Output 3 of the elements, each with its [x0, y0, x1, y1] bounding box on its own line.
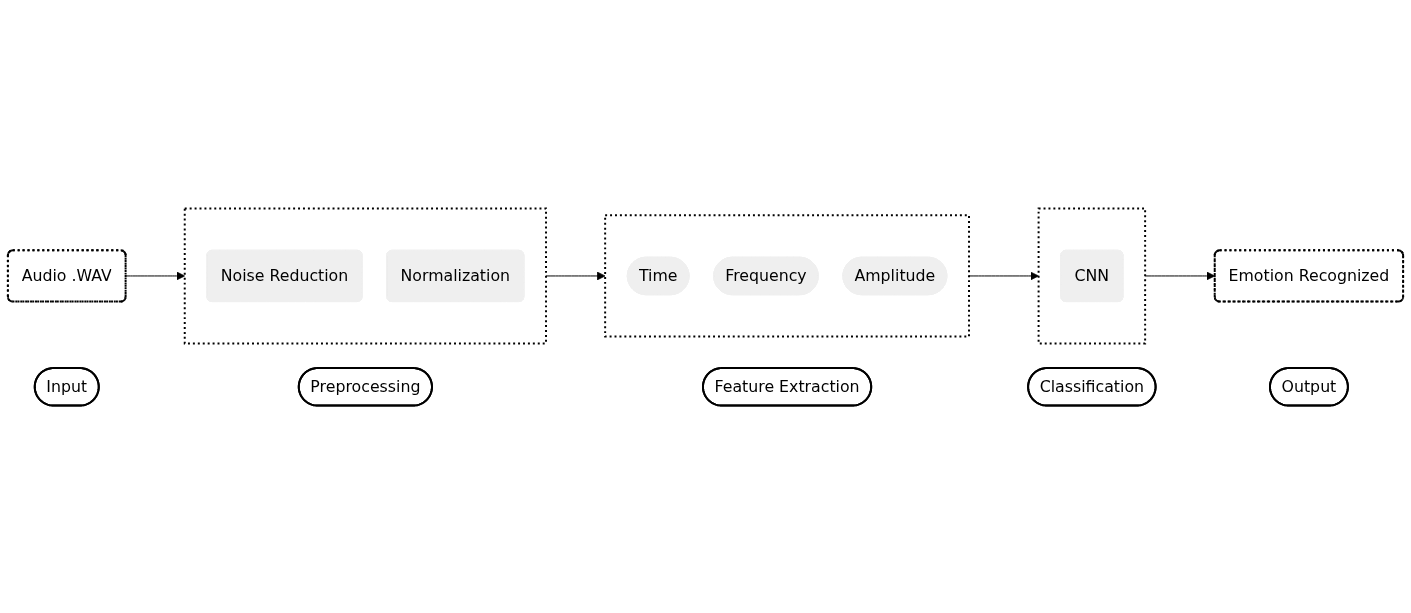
- cluster: [1037, 206, 1147, 344]
- cluster: [604, 213, 970, 338]
- cluster: [183, 206, 547, 344]
